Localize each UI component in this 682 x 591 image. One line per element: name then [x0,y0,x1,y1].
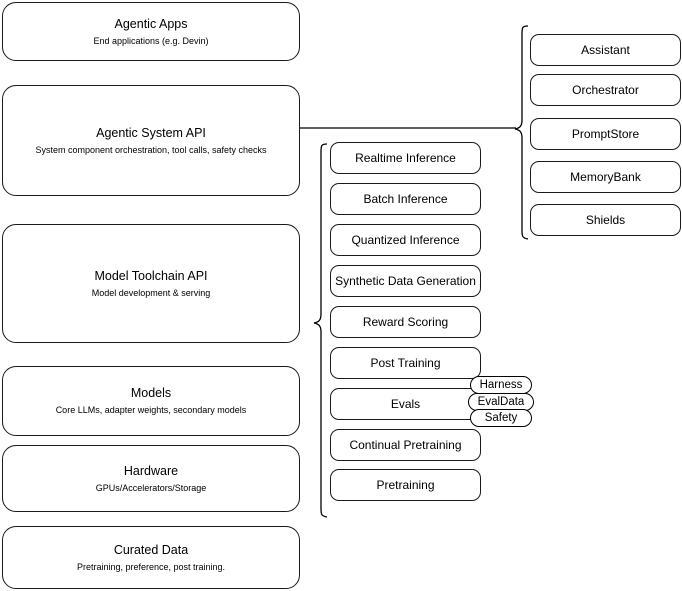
eval-pill-label: Safety [484,411,518,424]
component-shields[interactable]: Shields [530,204,681,236]
eval-pill-safety[interactable]: Safety [470,409,532,427]
layer-subtitle: GPUs/Accelerators/Storage [95,482,207,493]
component-label: Orchestrator [572,83,639,97]
component-label: Shields [585,213,626,227]
component-continual-pretraining[interactable]: Continual Pretraining [330,429,481,461]
component-label: PromptStore [571,127,640,141]
component-post-training[interactable]: Post Training [330,347,481,379]
component-realtime-inference[interactable]: Realtime Inference [330,142,481,174]
layer-subtitle: Model development & serving [91,287,211,298]
layer-title: Models [130,386,172,400]
layer-subtitle: System component orchestration, tool cal… [35,144,267,155]
component-evals[interactable]: Evals [330,388,481,420]
layer-title: Hardware [123,463,179,478]
component-orchestrator[interactable]: Orchestrator [530,74,681,106]
layer-subtitle: Core LLMs, adapter weights, secondary mo… [55,405,247,415]
component-label: Realtime Inference [355,151,456,165]
component-label: Continual Pretraining [349,438,462,452]
component-assistant[interactable]: Assistant [530,34,681,66]
layer-models[interactable]: Models Core LLMs, adapter weights, secon… [2,366,300,436]
layer-title: Agentic System API [96,125,206,140]
component-label: Post Training [370,356,441,370]
component-synthetic-data-generation[interactable]: Synthetic Data Generation [330,265,481,297]
component-memorybank[interactable]: MemoryBank [530,161,681,193]
component-label: Batch Inference [363,192,448,206]
component-label: MemoryBank [570,170,641,184]
component-label: Assistant [581,43,630,57]
component-quantized-inference[interactable]: Quantized Inference [330,224,481,256]
layer-hardware[interactable]: Hardware GPUs/Accelerators/Storage [2,445,300,512]
eval-pill-harness[interactable]: Harness [470,376,532,394]
brace-system-components [512,24,532,242]
eval-pill-label: Harness [479,378,523,391]
component-label: Reward Scoring [362,315,449,329]
layer-agentic-system-api[interactable]: Agentic System API System component orch… [2,85,300,196]
component-reward-scoring[interactable]: Reward Scoring [330,306,481,338]
layer-agentic-apps[interactable]: Agentic Apps End applications (e.g. Devi… [2,2,300,61]
layer-subtitle: End applications (e.g. Devin) [93,35,209,46]
eval-pill-label: EvalData [477,395,525,408]
brace-toolchain-components [310,142,330,520]
component-pretraining[interactable]: Pretraining [330,469,481,501]
component-promptstore[interactable]: PromptStore [530,118,681,150]
component-label: Pretraining [376,478,435,492]
layer-title: Model Toolchain API [94,268,208,283]
layer-title: Agentic Apps [114,16,188,31]
component-label: Quantized Inference [351,233,460,247]
layer-title: Curated Data [113,542,189,557]
component-batch-inference[interactable]: Batch Inference [330,183,481,215]
layer-model-toolchain-api[interactable]: Model Toolchain API Model development & … [2,224,300,343]
layer-curated-data[interactable]: Curated Data Pretraining, preference, po… [2,526,300,589]
layer-subtitle: Pretraining, preference, post training. [76,561,226,572]
component-label: Evals [390,397,421,411]
component-label: Synthetic Data Generation [335,274,476,288]
eval-pill-evaldata[interactable]: EvalData [468,393,534,411]
connector-system-api-to-components [300,120,520,136]
